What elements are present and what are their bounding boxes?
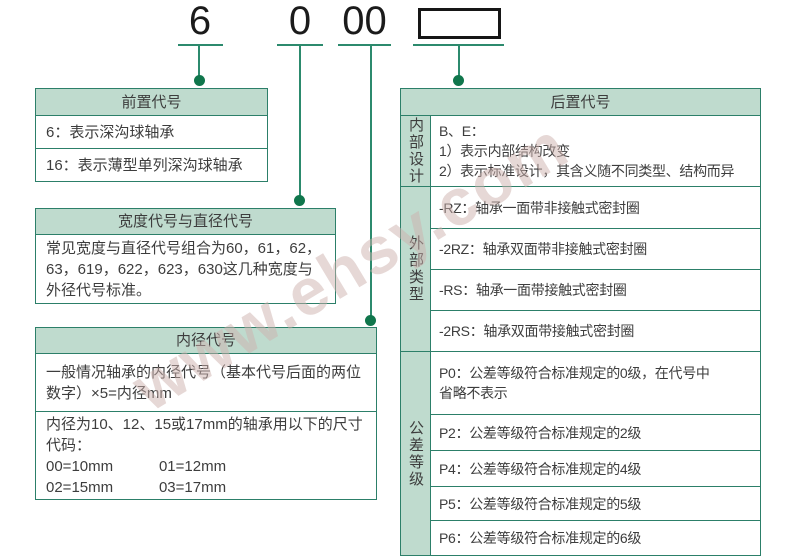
connector-line-bore xyxy=(370,45,372,318)
suffix-placeholder-box xyxy=(418,8,501,39)
underline-bore xyxy=(338,44,391,46)
connector-line-prefix xyxy=(198,45,200,78)
underline-type xyxy=(178,44,223,46)
table-row: B、E： 1）表示内部结构改变 2）表示标准设计，其含义随不同类型、结构而异 xyxy=(439,123,735,179)
section-cells: B、E： 1）表示内部结构改变 2）表示标准设计，其含义随不同类型、结构而异 xyxy=(431,116,760,186)
prefix-table-title: 前置代号 xyxy=(36,89,267,116)
table-row: P2：公差等级符合标准规定的2级 xyxy=(431,414,760,450)
table-row: P4：公差等级符合标准规定的4级 xyxy=(431,450,760,486)
connector-dot-bore xyxy=(365,315,376,326)
connector-dot-suffix xyxy=(453,75,464,86)
section-label: 外部类型 xyxy=(401,187,431,351)
prefix-code-table: 前置代号 6：表示深沟球轴承 16：表示薄型单列深沟球轴承 xyxy=(35,88,268,182)
suffix-code-table: 后置代号 内部设计 B、E： 1）表示内部结构改变 2）表示标准设计，其含义随不… xyxy=(400,88,761,556)
code-digits-bore: 00 xyxy=(342,0,387,43)
section-cells: P0：公差等级符合标准规定的0级，在代号中 省略不表示 P2：公差等级符合标准规… xyxy=(431,352,760,555)
table-row: 16：表示薄型单列深沟球轴承 xyxy=(36,148,267,181)
table-row: 常见宽度与直径代号组合为60，61，62， 63，619，622，623，630… xyxy=(46,239,322,299)
table-row: P6：公差等级符合标准规定的6级 xyxy=(431,520,760,555)
section-tolerance-grade: 公差等级 P0：公差等级符合标准规定的0级，在代号中 省略不表示 P2：公差等级… xyxy=(401,351,760,555)
table-row: P5：公差等级符合标准规定的5级 xyxy=(431,486,760,520)
section-cells: -RZ：轴承一面带非接触式密封圈 -2RZ：轴承双面带非接触式密封圈 -RS：轴… xyxy=(431,187,760,351)
table-row: -2RS：轴承双面带接触式密封圈 xyxy=(431,310,760,351)
section-internal-design: 内部设计 B、E： 1）表示内部结构改变 2）表示标准设计，其含义随不同类型、结… xyxy=(401,116,760,186)
section-label: 内部设计 xyxy=(401,116,431,186)
connector-line-suffix xyxy=(458,45,460,78)
table-row: -RS：轴承一面带接触式密封圈 xyxy=(431,269,760,310)
table-row: -RZ：轴承一面带非接触式密封圈 xyxy=(439,199,640,216)
table-row: P0：公差等级符合标准规定的0级，在代号中 省略不表示 xyxy=(439,365,710,401)
table-row: 一般情况轴承的内径代号（基本代号后面的两位 数字）×5=内径mm xyxy=(46,363,362,402)
code-digit-type: 6 xyxy=(188,0,212,43)
connector-dot-prefix xyxy=(194,75,205,86)
code-digit-width: 0 xyxy=(288,0,312,43)
connector-dot-width xyxy=(294,195,305,206)
bore-code-table: 内径代号 一般情况轴承的内径代号（基本代号后面的两位 数字）×5=内径mm 内径… xyxy=(35,327,377,500)
section-external-type: 外部类型 -RZ：轴承一面带非接触式密封圈 -2RZ：轴承双面带非接触式密封圈 … xyxy=(401,186,760,351)
table-row: 6：表示深沟球轴承 xyxy=(46,123,175,141)
connector-line-width xyxy=(299,45,301,198)
width-table-title: 宽度代号与直径代号 xyxy=(36,209,335,235)
table-row: -2RZ：轴承双面带非接触式密封圈 xyxy=(431,228,760,269)
width-code-table: 宽度代号与直径代号 常见宽度与直径代号组合为60，61，62， 63，619，6… xyxy=(35,208,336,304)
section-label: 公差等级 xyxy=(401,352,431,555)
suffix-table-title: 后置代号 xyxy=(401,89,760,116)
bore-table-title: 内径代号 xyxy=(36,328,376,354)
table-row: 内径为10、12、15或17mm的轴承用以下的尺寸 代码： 00=10mm 01… xyxy=(36,411,376,499)
